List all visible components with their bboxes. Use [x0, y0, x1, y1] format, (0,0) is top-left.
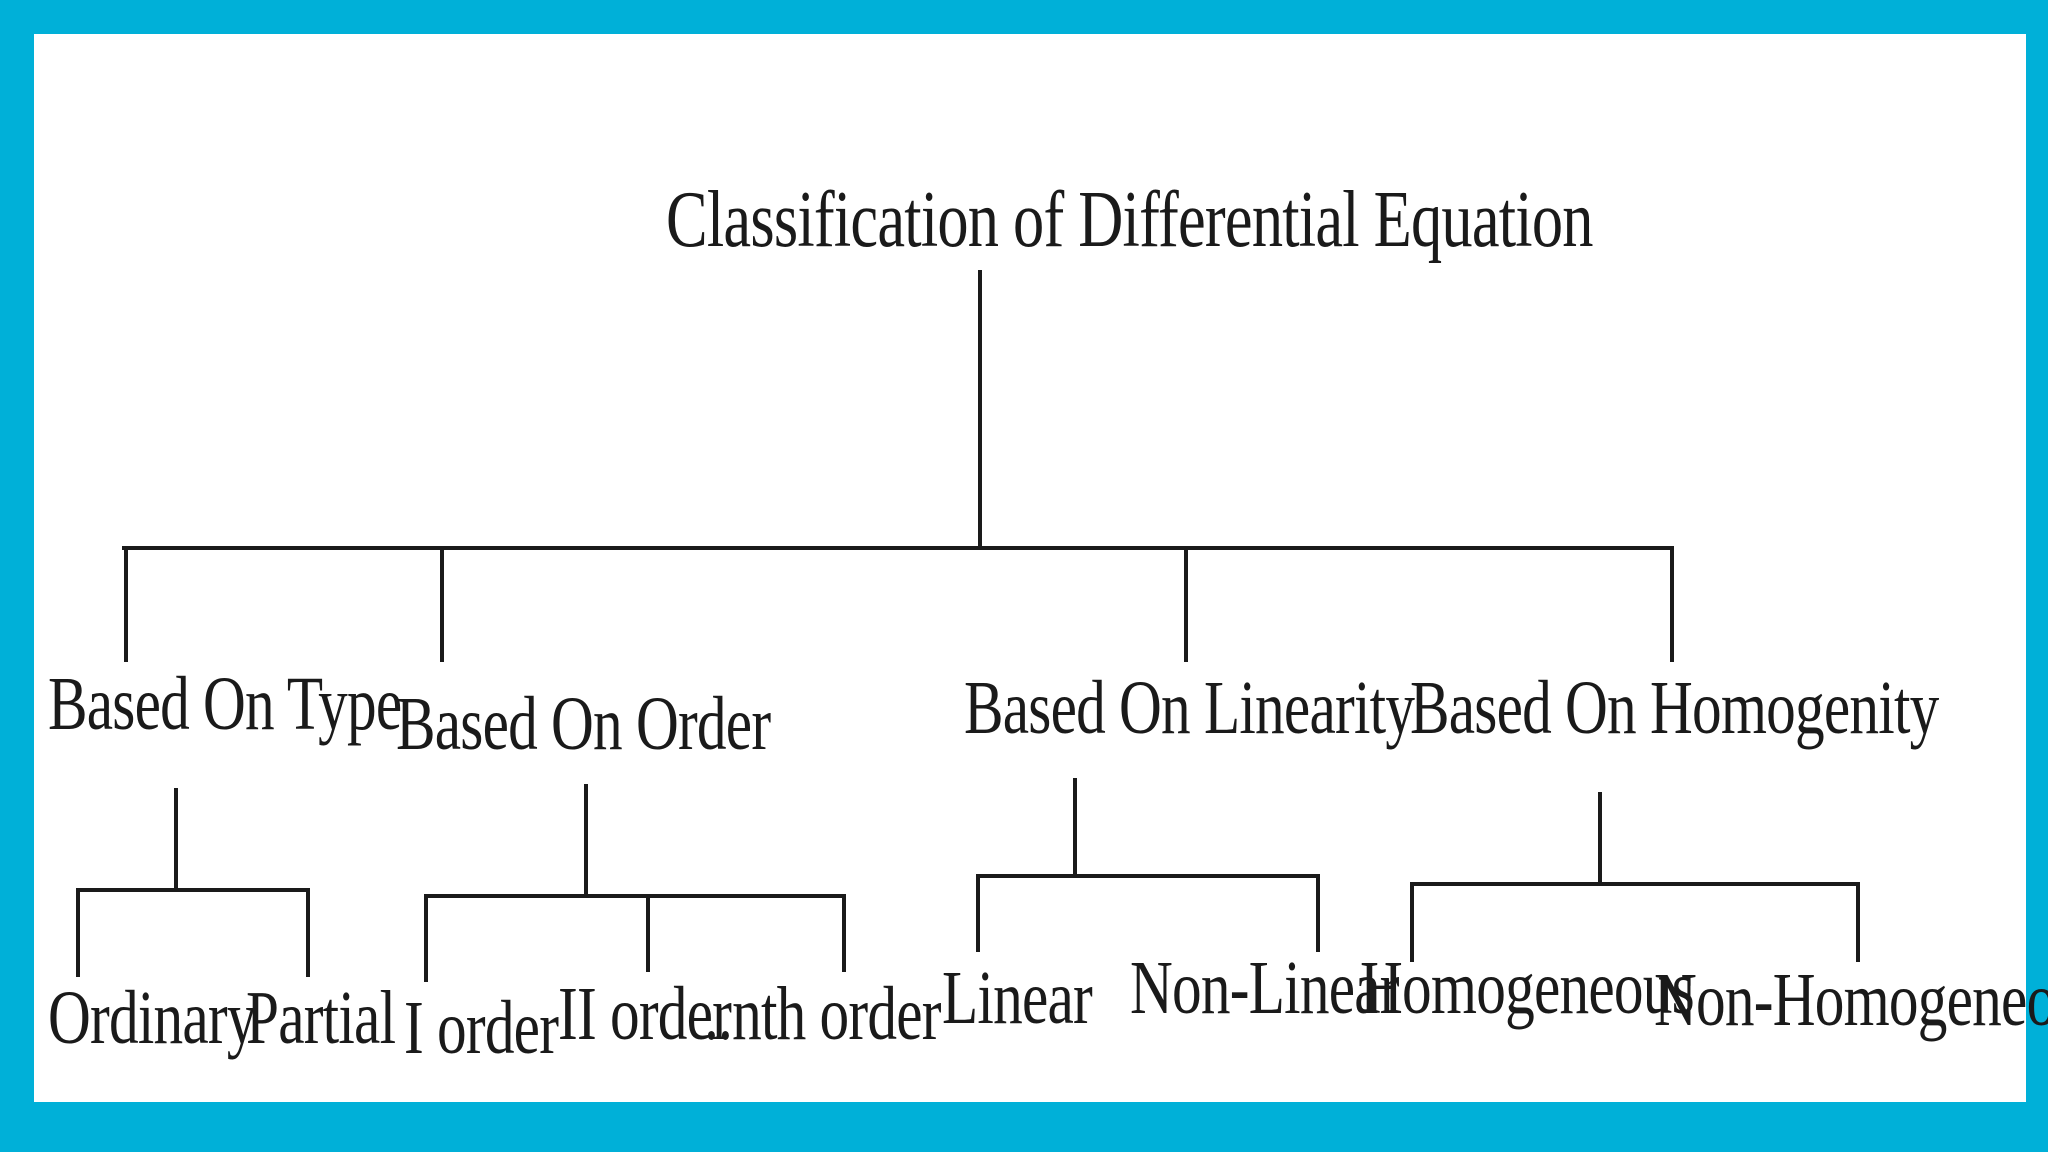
leaf-nth-order: ..nth order	[704, 972, 941, 1056]
category-homogenity-label: Based On Homogenity	[1410, 666, 1939, 750]
category-order-label: Based On Order	[396, 682, 771, 766]
leaf-linear: Linear	[942, 956, 1093, 1040]
leaf-ordinary: Ordinary	[48, 976, 257, 1060]
leaf-second-order: II order	[558, 972, 732, 1056]
leaf-non-linear: Non-Linear	[1130, 946, 1400, 1030]
category-type-label: Based On Type	[48, 662, 402, 746]
leaf-homogeneous: Homogeneous	[1360, 946, 1695, 1030]
leaf-non-homogeneous: Non-Homogeneous	[1654, 958, 2048, 1042]
leaf-partial: Partial	[246, 976, 396, 1060]
category-linearity-label: Based On Linearity	[964, 666, 1415, 750]
leaf-first-order: I order	[404, 986, 559, 1070]
diagram-title: Classification of Differential Equation	[666, 176, 1593, 264]
diagram-canvas	[34, 34, 2026, 1102]
